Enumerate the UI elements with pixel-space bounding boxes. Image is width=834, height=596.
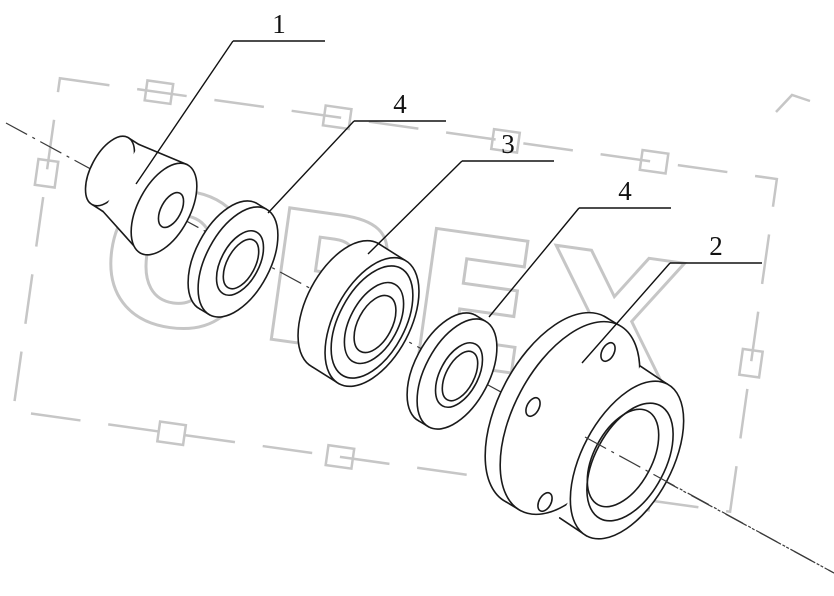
watermark-fragment: [775, 93, 811, 113]
watermark-border-tooth: [737, 347, 765, 379]
watermark-border-tooth: [33, 157, 60, 189]
watermark-border-tooth: [324, 443, 356, 471]
part-hub-housing: [484, 311, 685, 540]
seal-rear-bore: [441, 350, 479, 402]
hub-bolt-hole: [600, 341, 616, 363]
bearing-bore: [353, 294, 397, 354]
watermark-border-tooth: [143, 79, 175, 106]
bushing-bore: [157, 191, 185, 229]
hub-bolt-hole: [525, 396, 541, 418]
watermark-border: [11, 76, 779, 514]
watermark-border-tooth: [321, 104, 353, 131]
callout-4-rear-leader: [488, 207, 580, 318]
callout-4-front-label: 4: [393, 89, 407, 119]
center-axis-line-overlay: [584, 436, 834, 574]
callout-3-label: 3: [501, 129, 515, 159]
seal-front-bore: [222, 238, 260, 290]
hub-boss-top-edge: [639, 365, 669, 385]
callout-4-rear: 4: [488, 176, 671, 318]
bearing-top-edge: [376, 242, 406, 262]
callout-3-leader: [367, 160, 463, 255]
callout-1-leader: [135, 40, 234, 185]
watermark-border-tooth: [638, 148, 670, 175]
callout-1: 1: [135, 9, 325, 185]
part-seal-ring-rear: [406, 312, 498, 430]
callout-3: 3: [367, 129, 554, 255]
bearing-race-line: [330, 265, 414, 379]
watermark-border-tooth: [489, 127, 522, 155]
callout-1-label: 1: [272, 9, 286, 39]
hub-bolt-hole: [537, 491, 553, 513]
callout-4-front: 4: [267, 89, 446, 214]
callout-2-leader: [581, 262, 671, 364]
callout-4-rear-label: 4: [618, 176, 632, 206]
part-seal-ring-front: [187, 200, 279, 318]
callout-4-front-leader: [267, 120, 355, 214]
callout-2-label: 2: [709, 231, 723, 261]
part-flanged-bushing: [84, 135, 198, 256]
bushing-body-top-edge: [138, 143, 189, 166]
part-bearing: [297, 239, 420, 388]
watermark-border-tooth: [155, 420, 188, 447]
callout-2: 2: [581, 231, 762, 364]
